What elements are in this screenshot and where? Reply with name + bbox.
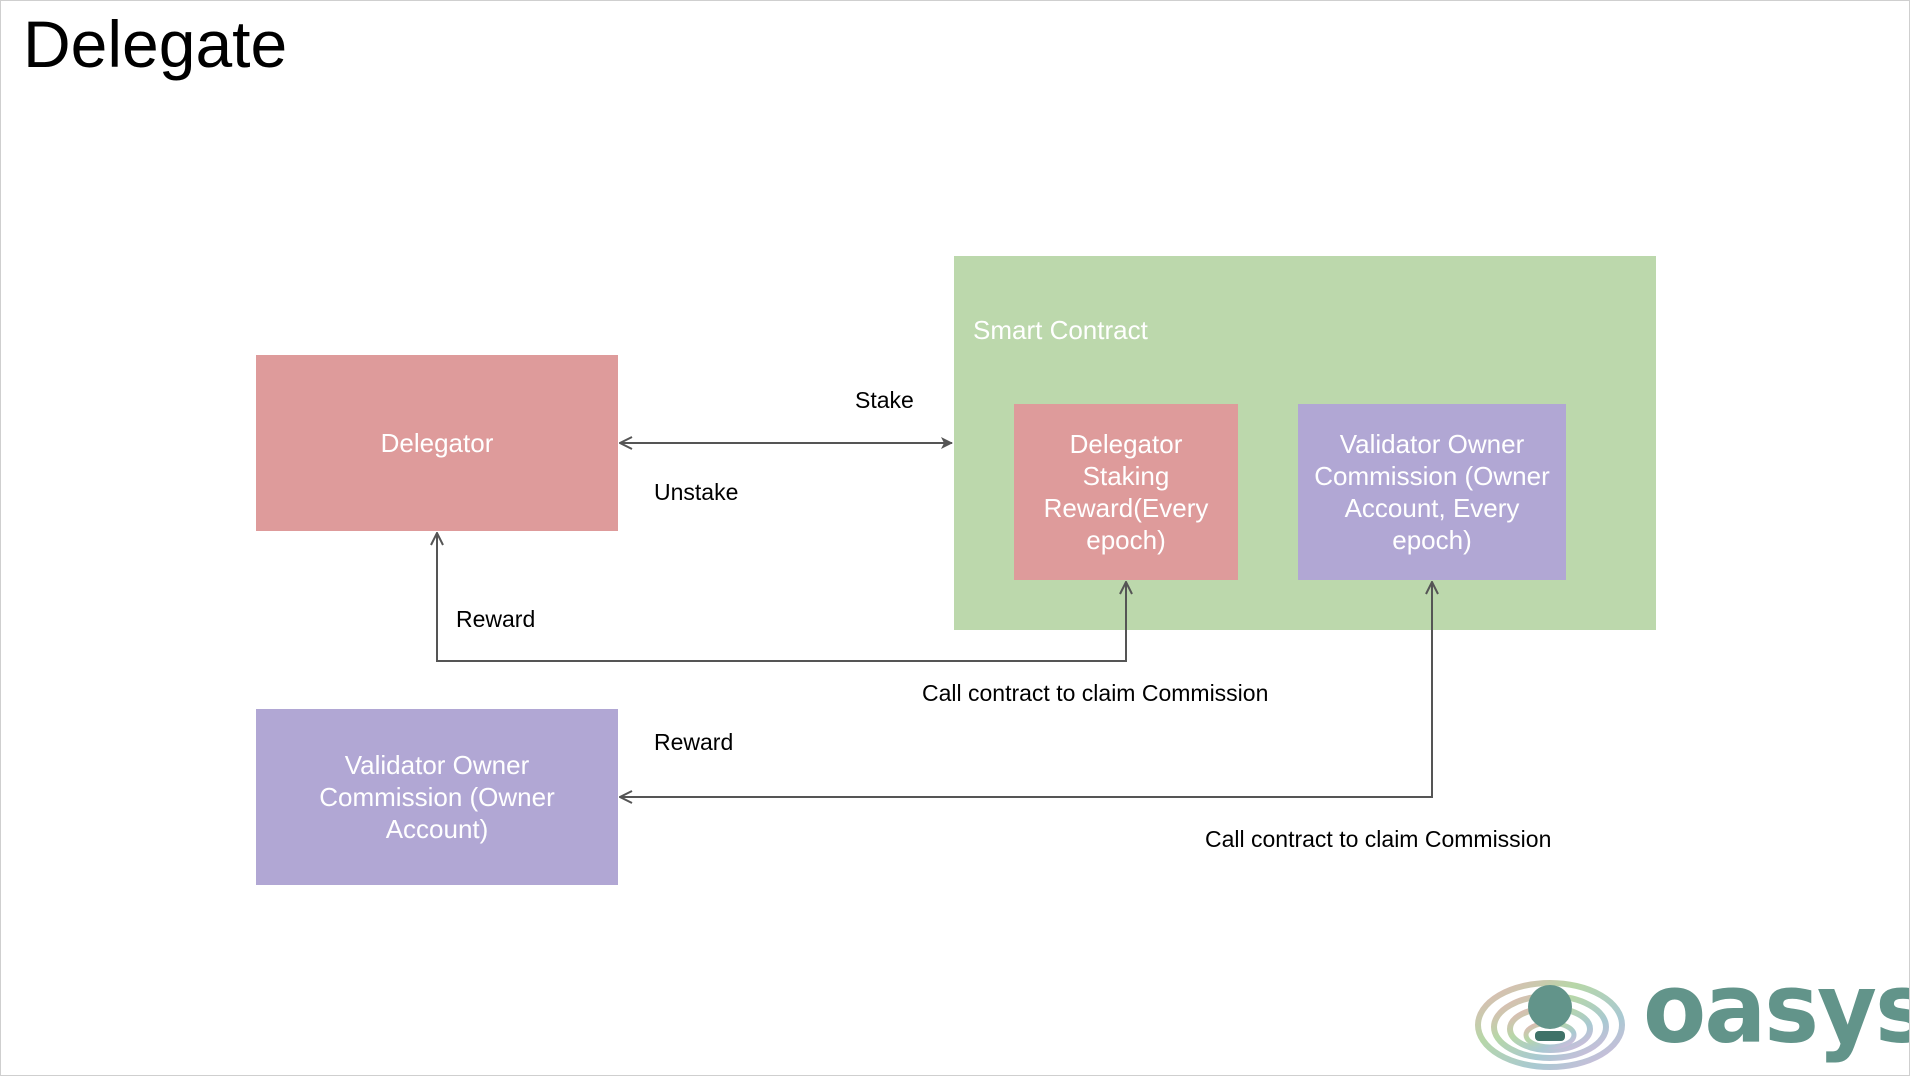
oasys-wordmark: oasys: [1643, 952, 1910, 1065]
unstake-label: Unstake: [654, 479, 739, 505]
stake-label: Stake: [855, 387, 914, 413]
reward-validator-label: Reward: [654, 729, 734, 755]
oasys-logo: oasys: [1475, 960, 1909, 1071]
validator-commission-owner-node: Validator Owner Commission (Owner Accoun…: [256, 709, 618, 885]
smart-contract-label: Smart Contract: [973, 315, 1148, 345]
claim-delegator-label: Call contract to claim Commission: [922, 680, 1269, 706]
reward-delegator-label: Reward: [456, 606, 536, 632]
delegator-reward-connector: [437, 533, 1126, 662]
claim-validator-label: Call contract to claim Commission: [1205, 826, 1552, 852]
slide-title: Delegate: [23, 7, 288, 81]
delegator-node: Delegator: [256, 355, 618, 531]
validator-reward-connector: [620, 582, 1432, 797]
validator-commission-contract-node: Validator Owner Commission (Owner Accoun…: [1298, 404, 1566, 580]
oasys-ring-icon: [1475, 980, 1625, 1070]
